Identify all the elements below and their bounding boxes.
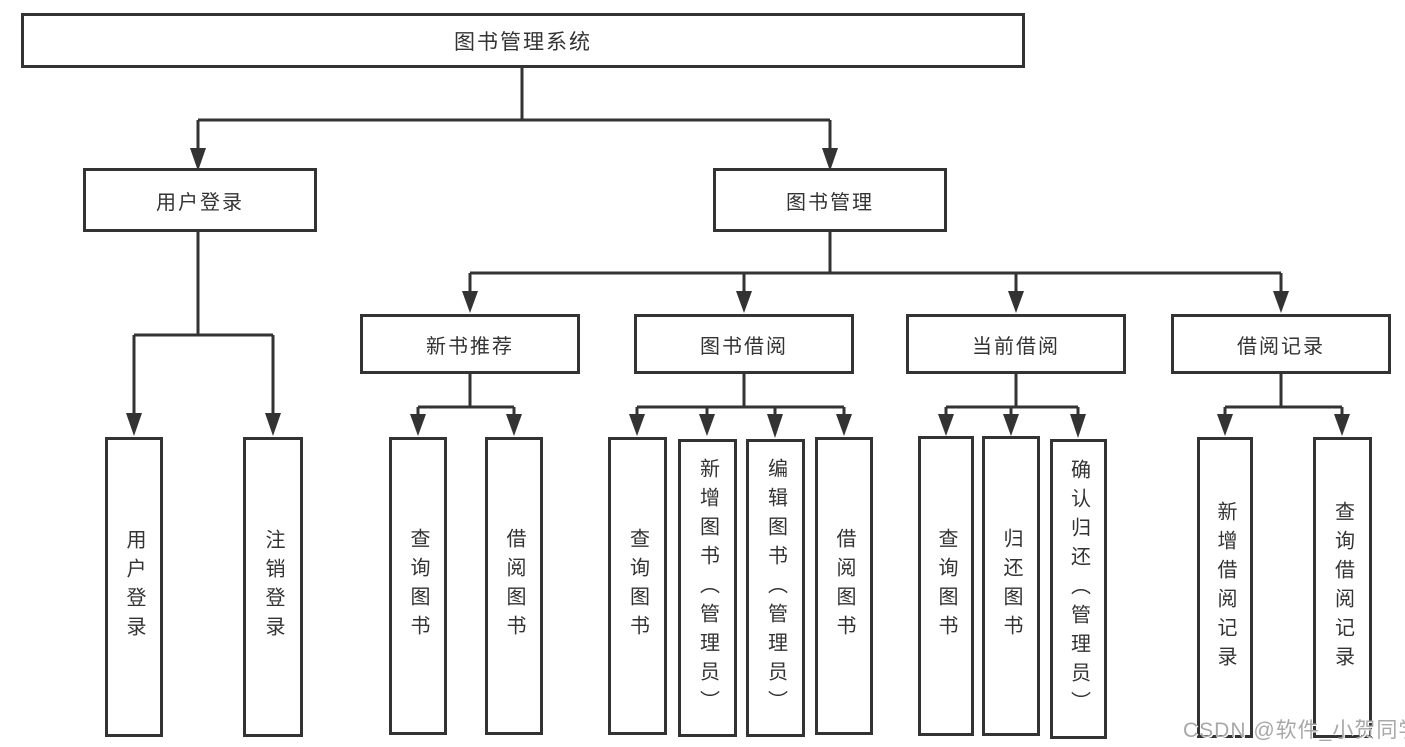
node-label: 当前借阅 bbox=[972, 335, 1060, 358]
node-library-management-system: 图书管理系统 bbox=[21, 13, 1025, 68]
node-label: 图书借阅 bbox=[700, 335, 788, 358]
node-confirm-return-admin: 确认归还（管理员） bbox=[1050, 439, 1107, 739]
node-label: 注销登录 bbox=[262, 529, 284, 645]
node-label: 归还图书 bbox=[1000, 528, 1022, 644]
node-add-borrow-record: 新增借阅记录 bbox=[1197, 437, 1253, 738]
node-label: 新书推荐 bbox=[426, 335, 514, 358]
node-label: 查询图书 bbox=[407, 528, 429, 644]
node-label: 新增图书（管理员） bbox=[696, 457, 719, 719]
node-borrowing-records: 借阅记录 bbox=[1171, 314, 1391, 374]
node-edit-books-admin: 编辑图书（管理员） bbox=[746, 439, 805, 737]
node-book-borrowing: 图书借阅 bbox=[634, 314, 854, 374]
node-new-book-recommendation: 新书推荐 bbox=[360, 314, 580, 374]
node-label: 查询图书 bbox=[626, 528, 649, 644]
node-return-books: 归还图书 bbox=[982, 436, 1040, 736]
node-logout-leaf: 注销登录 bbox=[243, 437, 303, 737]
node-label: 用户登录 bbox=[156, 191, 244, 214]
node-borrow-books-1: 借阅图书 bbox=[485, 437, 543, 735]
node-label: 查询图书 bbox=[935, 528, 957, 644]
node-label: 查询借阅记录 bbox=[1331, 500, 1354, 675]
node-label: 图书管理系统 bbox=[454, 30, 592, 54]
node-label: 借阅记录 bbox=[1237, 335, 1325, 358]
node-label: 用户登录 bbox=[123, 529, 145, 645]
arrowhead-icons bbox=[126, 148, 1350, 438]
node-label: 编辑图书（管理员） bbox=[764, 457, 787, 719]
node-label: 确认归还（管理员） bbox=[1067, 458, 1090, 720]
csdn-watermark: CSDN @软件_小贺同学 bbox=[1183, 719, 1405, 742]
node-query-books-1: 查询图书 bbox=[389, 437, 447, 735]
node-label: 借阅图书 bbox=[503, 528, 525, 644]
node-book-management-branch: 图书管理 bbox=[713, 168, 947, 232]
node-borrow-books-2: 借阅图书 bbox=[815, 437, 873, 735]
node-query-books-3: 查询图书 bbox=[918, 436, 974, 736]
node-query-borrow-record: 查询借阅记录 bbox=[1313, 437, 1372, 738]
node-label: 新增借阅记录 bbox=[1214, 500, 1236, 675]
node-user-login-branch: 用户登录 bbox=[83, 168, 317, 232]
node-label: 图书管理 bbox=[786, 191, 874, 214]
node-add-books-admin: 新增图书（管理员） bbox=[678, 439, 737, 737]
node-current-borrowing: 当前借阅 bbox=[906, 314, 1126, 374]
node-query-books-2: 查询图书 bbox=[608, 437, 667, 735]
node-label: 借阅图书 bbox=[833, 528, 855, 644]
node-user-login-leaf: 用户登录 bbox=[105, 437, 163, 737]
